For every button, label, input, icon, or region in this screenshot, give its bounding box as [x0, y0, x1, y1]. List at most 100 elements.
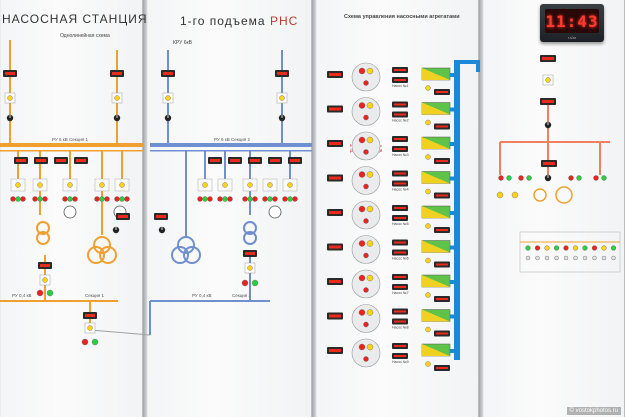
signal-lamp[interactable] [366, 343, 374, 351]
signal-lamp[interactable] [358, 171, 366, 178]
signal-lamp[interactable] [425, 257, 431, 264]
signal-lamp[interactable] [7, 95, 13, 101]
signal-lamp[interactable] [222, 196, 228, 202]
signal-lamp[interactable] [363, 114, 369, 121]
signal-lamp[interactable] [363, 321, 369, 328]
signal-lamp[interactable] [526, 175, 532, 181]
signal-lamp[interactable] [87, 325, 93, 331]
signal-lamp[interactable] [366, 309, 374, 316]
signal-lamp[interactable] [363, 356, 369, 362]
signal-lamp[interactable] [525, 245, 531, 251]
signal-lamp[interactable] [247, 265, 253, 271]
signal-lamp[interactable] [545, 77, 551, 83]
signal-lamp[interactable] [366, 240, 374, 247]
signal-lamp[interactable] [366, 102, 374, 109]
signal-lamp[interactable] [568, 175, 574, 181]
signal-lamp[interactable] [366, 136, 374, 144]
signal-lamp[interactable] [99, 182, 105, 188]
signal-lamp[interactable] [202, 196, 208, 202]
signal-lamp[interactable] [506, 175, 512, 181]
signal-lamp[interactable] [425, 292, 431, 298]
signal-lamp[interactable] [358, 136, 366, 144]
signal-lamp[interactable] [518, 175, 524, 181]
signal-lamp[interactable] [287, 182, 293, 188]
signal-lamp[interactable] [496, 191, 504, 199]
signal-lamp[interactable] [363, 183, 369, 190]
signal-lamp[interactable] [20, 196, 26, 202]
signal-lamp[interactable] [511, 191, 519, 199]
signal-lamp[interactable] [217, 196, 223, 202]
signal-lamp[interactable] [358, 309, 366, 316]
signal-lamp[interactable] [425, 188, 431, 195]
signal-lamp[interactable] [119, 182, 125, 188]
signal-lamp[interactable] [576, 175, 582, 181]
signal-lamp[interactable] [99, 196, 105, 202]
signal-lamp[interactable] [42, 196, 48, 202]
signal-lamp[interactable] [81, 338, 89, 346]
signal-lamp[interactable] [572, 245, 579, 251]
signal-lamp[interactable] [37, 196, 43, 202]
signal-lamp[interactable] [247, 182, 253, 188]
signal-lamp[interactable] [425, 223, 431, 229]
signal-lamp[interactable] [114, 196, 120, 202]
signal-lamp[interactable] [10, 196, 16, 202]
signal-lamp[interactable] [272, 196, 278, 202]
signal-lamp[interactable] [207, 196, 213, 202]
signal-lamp[interactable] [287, 196, 293, 202]
signal-lamp[interactable] [544, 245, 550, 251]
signal-lamp[interactable] [601, 245, 607, 251]
signal-lamp[interactable] [241, 279, 249, 287]
signal-lamp[interactable] [358, 343, 366, 351]
signal-lamp[interactable] [425, 361, 431, 367]
signal-lamp[interactable] [267, 182, 273, 188]
signal-lamp[interactable] [267, 196, 273, 202]
signal-lamp[interactable] [282, 196, 288, 202]
signal-lamp[interactable] [366, 171, 374, 178]
signal-lamp[interactable] [363, 287, 369, 293]
signal-lamp[interactable] [563, 255, 569, 261]
signal-lamp[interactable] [42, 277, 48, 283]
signal-lamp[interactable] [611, 255, 616, 261]
signal-lamp[interactable] [104, 196, 110, 202]
signal-lamp[interactable] [535, 255, 540, 261]
signal-lamp[interactable] [534, 245, 541, 251]
signal-lamp[interactable] [292, 196, 298, 202]
signal-lamp[interactable] [425, 154, 431, 160]
signal-lamp[interactable] [67, 182, 73, 188]
signal-lamp[interactable] [582, 255, 588, 261]
signal-lamp[interactable] [610, 245, 617, 251]
signal-lamp[interactable] [425, 85, 431, 91]
signal-lamp[interactable] [573, 255, 578, 261]
signal-lamp[interactable] [358, 205, 366, 213]
signal-lamp[interactable] [358, 274, 366, 282]
signal-lamp[interactable] [553, 245, 560, 251]
signal-lamp[interactable] [222, 182, 228, 188]
signal-lamp[interactable] [62, 196, 68, 202]
signal-lamp[interactable] [363, 80, 369, 86]
signal-lamp[interactable] [94, 196, 100, 202]
signal-lamp[interactable] [247, 196, 253, 202]
signal-lamp[interactable] [227, 196, 233, 202]
signal-lamp[interactable] [15, 182, 21, 188]
signal-lamp[interactable] [358, 240, 366, 247]
signal-lamp[interactable] [251, 279, 259, 287]
signal-lamp[interactable] [252, 196, 258, 202]
signal-lamp[interactable] [37, 182, 43, 188]
signal-lamp[interactable] [366, 205, 374, 213]
signal-lamp[interactable] [425, 326, 431, 333]
signal-lamp[interactable] [262, 196, 268, 202]
signal-lamp[interactable] [363, 218, 369, 224]
signal-lamp[interactable] [366, 274, 374, 282]
signal-lamp[interactable] [358, 102, 366, 109]
signal-lamp[interactable] [46, 289, 54, 297]
signal-lamp[interactable] [91, 338, 99, 346]
signal-lamp[interactable] [582, 245, 588, 251]
signal-lamp[interactable] [197, 196, 203, 202]
signal-lamp[interactable] [498, 175, 504, 181]
signal-lamp[interactable] [32, 196, 38, 202]
signal-lamp[interactable] [592, 255, 597, 261]
signal-lamp[interactable] [554, 255, 559, 261]
signal-lamp[interactable] [124, 196, 130, 202]
signal-lamp[interactable] [67, 196, 73, 202]
signal-lamp[interactable] [593, 175, 599, 181]
